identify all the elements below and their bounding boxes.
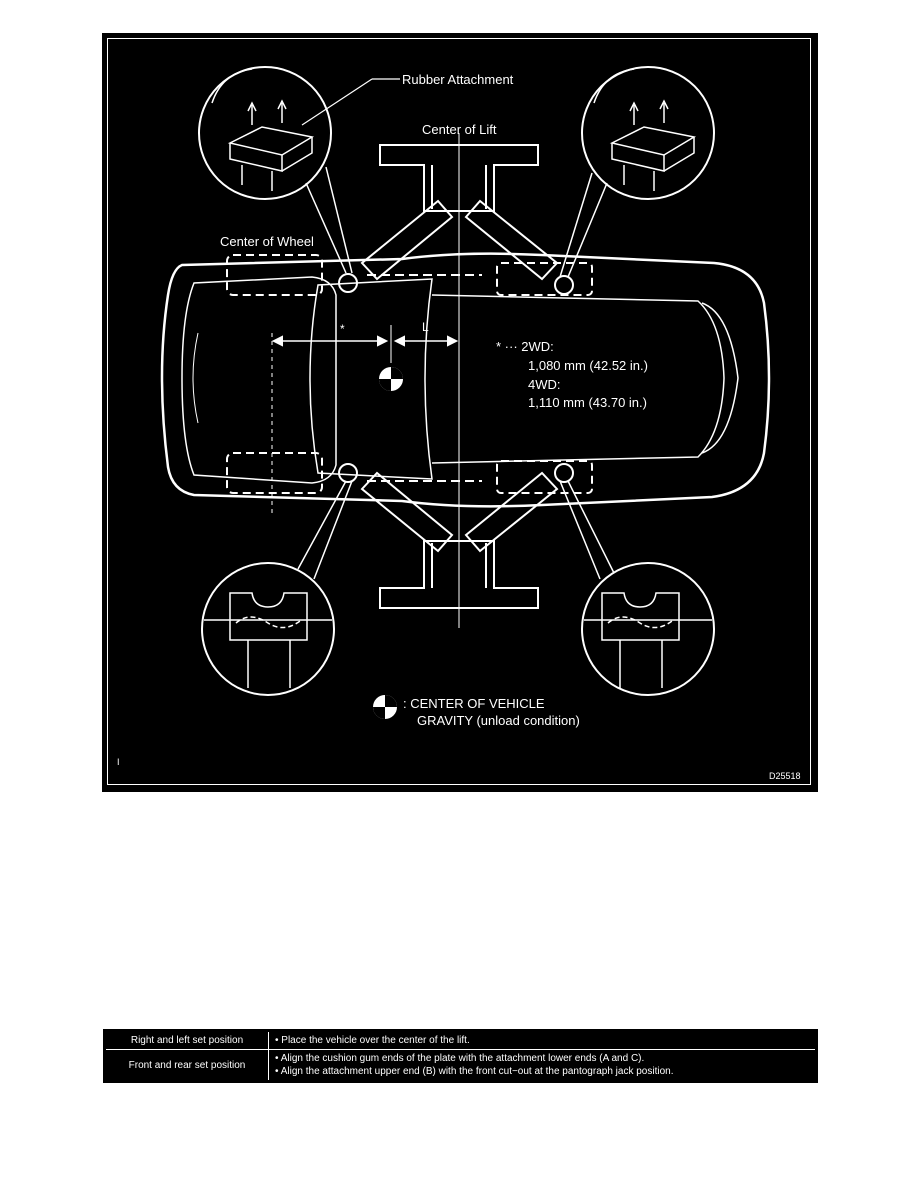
figure-id: D25518 — [769, 771, 801, 781]
center-of-gravity-legend-line2: GRAVITY (unload condition) — [417, 713, 580, 728]
rear-left-wheel — [496, 262, 593, 296]
table-row: Front and rear set position • Align the … — [104, 1049, 817, 1082]
spec-prefix: * ··· 2WD: — [496, 339, 554, 354]
rubber-attachment-right-detail — [593, 68, 697, 191]
vehicle-hood-line — [192, 332, 199, 424]
dimension-l-label: L — [422, 320, 429, 334]
row-content: • Align the cushion gum ends of the plat… — [268, 1049, 817, 1082]
vehicle-roof — [431, 294, 725, 464]
center-of-gravity-legend-line1: : CENTER OF VEHICLE — [403, 696, 545, 711]
lift-position-table: Right and left set position • Place the … — [103, 1029, 818, 1083]
detail-circle-bottom-right — [581, 562, 715, 696]
row-heading: Front and rear set position — [104, 1049, 269, 1082]
jack-pad-left-detail — [204, 592, 332, 688]
detail-circle-top-left — [198, 66, 332, 200]
vehicle-rear-window — [701, 302, 739, 454]
center-of-gravity-legend-symbol — [373, 695, 397, 719]
lift-point-diagram: Rubber Attachment Center of Lift Center … — [102, 33, 818, 792]
lift-point-front-right — [338, 463, 358, 483]
lift-arm-top-left — [360, 199, 454, 281]
rubber-attachment-label: Rubber Attachment — [402, 72, 514, 87]
vehicle-body — [160, 252, 771, 508]
vehicle-lift-illustration — [160, 66, 771, 719]
spec-2wd-value: 1,080 mm (42.52 in.) — [528, 358, 648, 373]
lift-arm-top-right — [464, 199, 559, 281]
corner-mark: I — [117, 757, 120, 767]
detail-circle-top-right — [581, 66, 715, 200]
rubber-attachment-left-detail — [211, 68, 315, 191]
spec-4wd-value: 1,110 mm (43.70 in.) — [528, 395, 647, 410]
front-left-wheel — [226, 254, 323, 296]
vehicle-windshield — [309, 278, 433, 480]
spec-4wd-label: 4WD: — [528, 377, 561, 392]
lift-point-front-left — [338, 273, 358, 293]
row-heading: Right and left set position — [104, 1030, 269, 1050]
lift-arm-bottom-left — [360, 471, 454, 553]
center-of-wheel-label: Center of Wheel — [220, 234, 314, 249]
row-content: • Place the vehicle over the center of t… — [268, 1030, 817, 1050]
center-of-lift-label: Center of Lift — [422, 122, 497, 137]
rear-right-wheel — [496, 460, 593, 494]
jack-pad-right-detail — [584, 592, 712, 688]
lift-arm-bottom-right — [464, 471, 559, 553]
row-line: • Align the attachment upper end (B) wit… — [275, 1066, 674, 1077]
row-line: • Place the vehicle over the center of t… — [275, 1035, 470, 1046]
row-line: • Align the cushion gum ends of the plat… — [275, 1053, 645, 1064]
figure-border — [107, 38, 811, 785]
detail-circle-bottom-left — [201, 562, 335, 696]
front-right-wheel — [226, 452, 323, 494]
table-row: Right and left set position • Place the … — [104, 1030, 817, 1050]
lift-point-rear-right — [554, 463, 574, 483]
dimension-star-label: * — [340, 322, 345, 336]
center-of-gravity-symbol — [379, 367, 403, 391]
vehicle-inner-body — [181, 276, 337, 484]
lift-point-rear-left — [554, 275, 574, 295]
